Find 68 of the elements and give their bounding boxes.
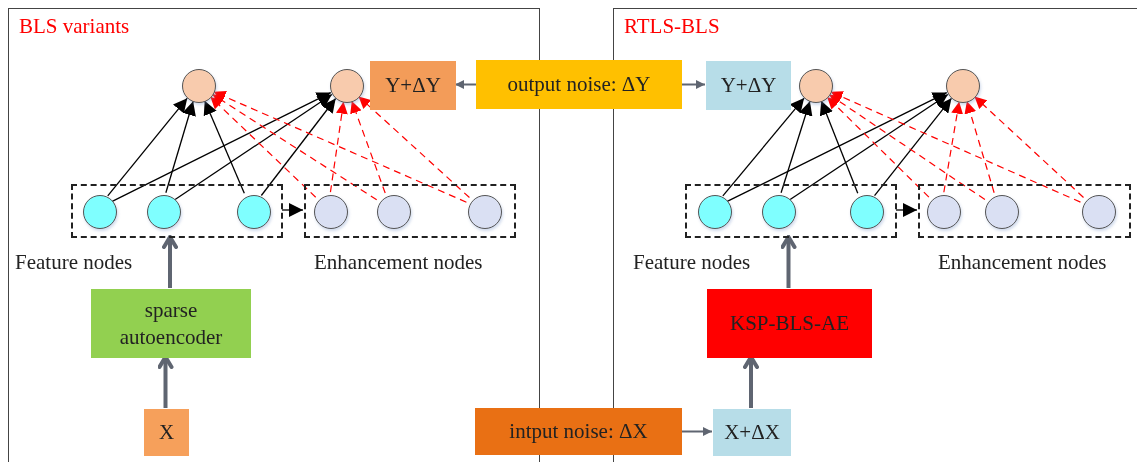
panel-title: BLS variants [19, 14, 130, 39]
neuron-circle [799, 69, 833, 103]
arrow [681, 427, 713, 436]
arrow [873, 97, 953, 197]
neuron-circle [182, 69, 216, 103]
arrow [681, 80, 706, 89]
box-label: KSP-BLS-AE [729, 310, 850, 337]
arrow [107, 97, 188, 197]
box-label: Y+ΔY [384, 72, 442, 99]
arrow [722, 97, 805, 197]
box-label: X [157, 419, 176, 446]
neuron-circle [147, 195, 181, 229]
neuron-circle [237, 195, 271, 229]
group-label: Enhancement nodes [314, 250, 483, 275]
process-box [91, 289, 251, 358]
box-label: Y+ΔY [719, 72, 778, 99]
arrow [943, 101, 964, 193]
arrow [819, 100, 859, 194]
arrow [726, 91, 948, 203]
box-label: output noise: ΔY [506, 71, 652, 98]
arrow [829, 91, 1082, 203]
process-box [706, 61, 791, 110]
arrow [174, 93, 333, 201]
arrow [973, 95, 1085, 199]
process-box [370, 61, 456, 110]
neuron-circle [330, 69, 364, 103]
arrow [213, 91, 468, 203]
arrow [780, 100, 813, 194]
arrow [111, 91, 332, 203]
box-label: intput noise: ΔX [508, 418, 649, 445]
neuron-circle [468, 195, 502, 229]
box-label: X+ΔX [723, 419, 781, 446]
neuron-circle [1082, 195, 1116, 229]
process-box [475, 408, 682, 455]
process-box [713, 409, 791, 456]
arrow [826, 96, 930, 198]
arrow [964, 100, 995, 194]
neuron-circle [985, 195, 1019, 229]
group-label: Feature nodes [633, 250, 751, 275]
arrow [780, 235, 797, 288]
arrow [357, 95, 471, 199]
arrow [789, 93, 949, 201]
arrow [350, 100, 386, 194]
panel-title: RTLS-BLS [624, 14, 720, 39]
arrow [281, 203, 304, 217]
process-box [707, 289, 872, 358]
arrow [211, 93, 378, 201]
arrow [209, 96, 317, 198]
neuron-circle [698, 195, 732, 229]
neuron-circle [762, 195, 796, 229]
arrow [329, 101, 348, 193]
process-box [144, 409, 189, 456]
arrow [260, 97, 337, 197]
neuron-circle [314, 195, 348, 229]
neuron-circle [927, 195, 961, 229]
arrow [895, 203, 918, 217]
arrow [165, 100, 196, 194]
arrow [162, 235, 178, 288]
neuron-circle [946, 69, 980, 103]
group-label: Enhancement nodes [938, 250, 1107, 275]
neuron-circle [850, 195, 884, 229]
arrow [828, 93, 986, 201]
neuron-circle [377, 195, 411, 229]
process-box [476, 60, 682, 109]
box-label: sparse autoencoder [118, 297, 224, 350]
group-label: Feature nodes [15, 250, 133, 275]
neuron-circle [83, 195, 117, 229]
arrow [203, 99, 245, 194]
